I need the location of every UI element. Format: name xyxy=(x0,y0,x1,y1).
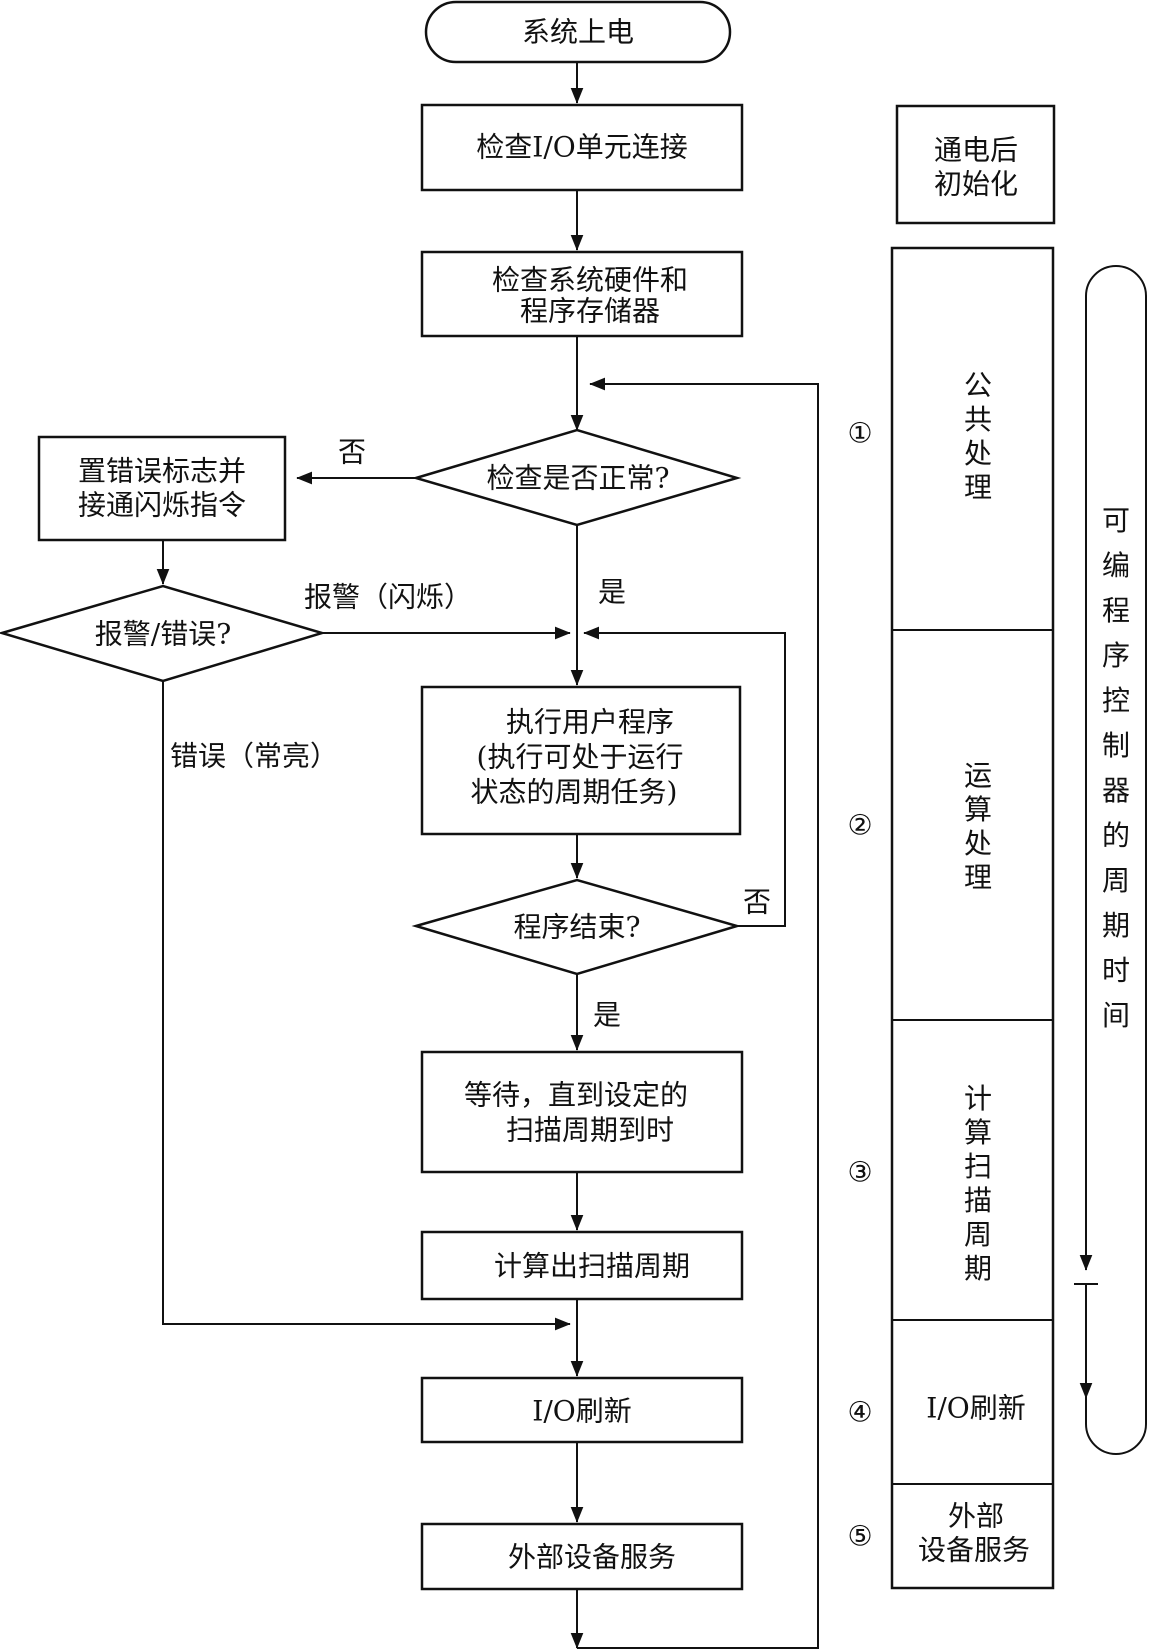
compute-cycle-label: 计算出扫描周期 xyxy=(494,1250,690,1283)
init-box: 通电后 初始化 xyxy=(895,104,1056,225)
io-refresh-label: I/O刷新 xyxy=(532,1395,631,1428)
wait-box: 等待，直到设定的 扫描周期到时 xyxy=(420,1050,744,1174)
alarm-error-decision: 报警/错误? xyxy=(0,584,327,683)
ext-service-box: 外部设备服务 xyxy=(420,1522,744,1591)
step-num-3: ③ xyxy=(847,1156,872,1189)
phase-label-scan: 计算扫描周期 xyxy=(964,1082,992,1285)
arrow-error-on xyxy=(162,681,571,1331)
yes-label-2: 是 xyxy=(593,999,621,1032)
arrow-main-loop-return xyxy=(577,377,819,1649)
program-end-label: 程序结束? xyxy=(513,911,640,944)
set-error-label-1: 置错误标志并 xyxy=(78,455,246,488)
compute-cycle-box: 计算出扫描周期 xyxy=(420,1230,744,1301)
alarm-error-label: 报警/错误? xyxy=(95,618,231,651)
check-ok-label: 检查是否正常? xyxy=(486,462,669,495)
cycle-time-bracket xyxy=(1074,265,1147,1455)
check-hw-box: 检查系统硬件和 程序存储器 xyxy=(420,250,744,338)
phase-label-compute: 运算处理 xyxy=(964,759,992,894)
start-label: 系统上电 xyxy=(522,16,634,49)
check-ok-decision: 检查是否正常? xyxy=(411,428,742,527)
program-end-decision: 程序结束? xyxy=(411,878,742,976)
phase-label-ext-1: 外部 xyxy=(948,1500,1004,1533)
check-hw-label-1: 检查系统硬件和 xyxy=(492,264,688,297)
run-program-label-1: 执行用户程序 xyxy=(506,706,674,739)
init-label-1: 通电后 xyxy=(934,134,1018,167)
check-io-box: 检查I/O单元连接 xyxy=(420,103,744,192)
yes-label-1: 是 xyxy=(598,576,626,609)
phase-label-ext-2: 设备服务 xyxy=(918,1534,1030,1567)
connectors xyxy=(156,62,819,1649)
wait-label-2: 扫描周期到时 xyxy=(506,1114,674,1147)
set-error-label-2: 接通闪烁指令 xyxy=(78,489,246,522)
set-error-box: 置错误标志并 接通闪烁指令 xyxy=(37,435,287,542)
check-io-label: 检查I/O单元连接 xyxy=(476,131,687,164)
phase-label-common: 公共处理 xyxy=(964,369,992,504)
step-num-4: ④ xyxy=(847,1396,872,1429)
alarm-flash-label: 报警（闪烁） xyxy=(304,581,472,614)
arrow-loop-back-no xyxy=(583,626,786,927)
cycle-time-label: 可编程序控制器的周期时间 xyxy=(1102,504,1130,1032)
wait-label-1: 等待，直到设定的 xyxy=(464,1079,688,1112)
step-num-1: ① xyxy=(847,417,872,450)
phase-column xyxy=(890,246,1055,1590)
error-on-label: 错误（常亮） xyxy=(170,740,338,773)
init-label-2: 初始化 xyxy=(934,168,1018,201)
step-num-5: ⑤ xyxy=(847,1520,872,1553)
ext-service-label: 外部设备服务 xyxy=(508,1541,676,1574)
no-label-2: 否 xyxy=(743,886,771,919)
run-program-box: 执行用户程序 (执行可处于运行 状态的周期任务) xyxy=(420,685,742,836)
check-hw-label-2: 程序存储器 xyxy=(520,295,660,328)
step-num-2: ② xyxy=(847,809,872,842)
phase-label-io: I/O刷新 xyxy=(926,1392,1025,1425)
run-program-label-3: 状态的周期任务) xyxy=(471,776,678,809)
no-label-1: 否 xyxy=(338,436,366,469)
start-node: 系统上电 xyxy=(424,0,732,64)
run-program-label-2: (执行可处于运行 xyxy=(477,741,684,774)
io-refresh-box: I/O刷新 xyxy=(420,1376,744,1444)
